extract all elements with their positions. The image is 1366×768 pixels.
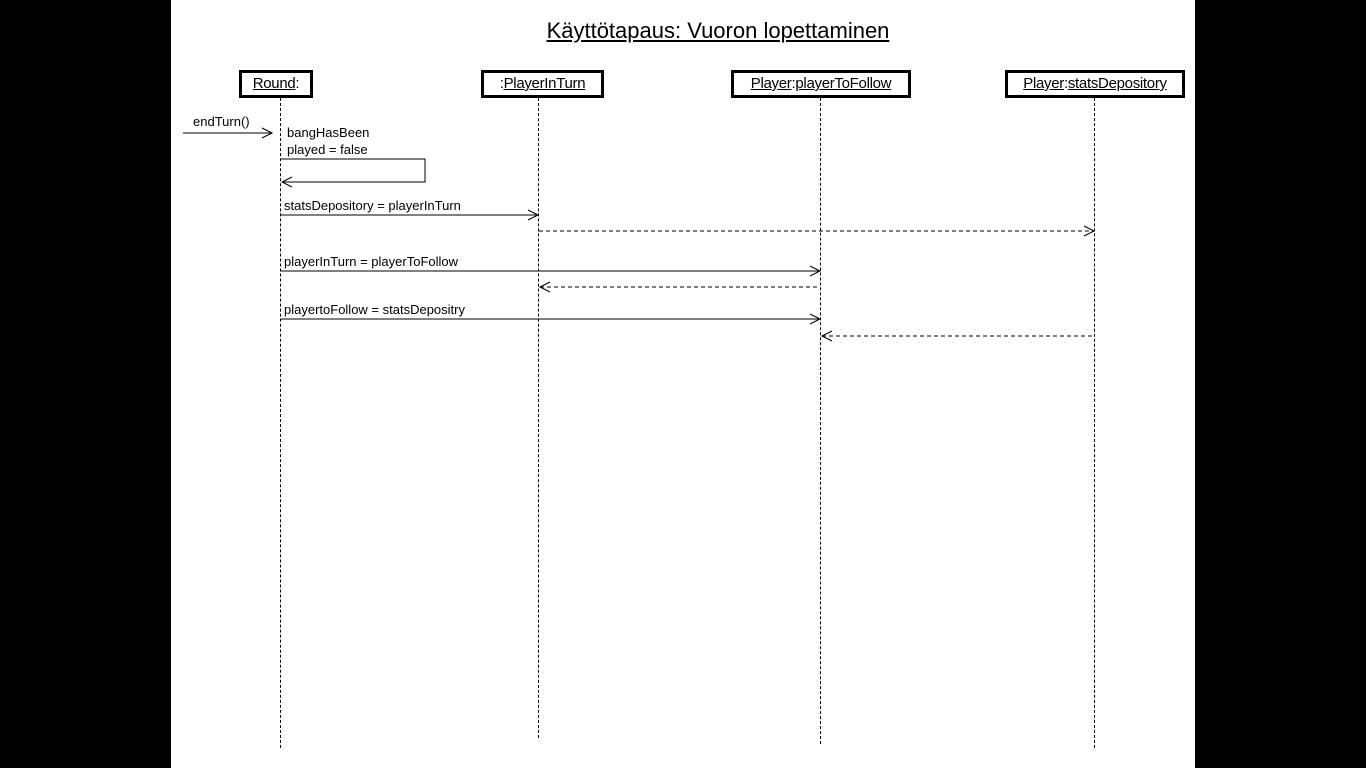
message-label-m2: playerInTurn = playerToFollow (284, 254, 459, 269)
lifeline-box-player-in-turn: :PlayerInTurn (481, 70, 604, 98)
message-label-m3: playertoFollow = statsDepositry (284, 302, 465, 317)
message-label-self-call-line2: played = false (287, 142, 368, 157)
slide-canvas: Käyttötapaus: Vuoron lopettaminen (171, 0, 1195, 768)
lifeline-box-stats-depository: Player:statsDepository (1005, 70, 1185, 98)
lifeline-line-player-to-follow (820, 98, 821, 744)
message-label-end-turn: endTurn() (193, 114, 250, 129)
lifeline-suffix-round: : (295, 75, 300, 92)
lifeline-box-round: Round: (239, 70, 313, 98)
lifeline-line-stats-depository (1094, 98, 1095, 748)
lifeline-type-stats-depository: Player (1023, 75, 1064, 92)
message-label-m1: statsDepository = playerInTurn (284, 198, 461, 213)
diagram-title: Käyttötapaus: Vuoron lopettaminen (546, 18, 890, 43)
lifeline-sep-player-to-follow: : (791, 75, 796, 92)
lifeline-box-player-to-follow: Player:playerToFollow (731, 70, 911, 98)
lifeline-sep-stats-depository: : (1063, 75, 1068, 92)
lifeline-name-round: Round (252, 75, 296, 92)
message-label-self-call-line1: bangHasBeen (287, 125, 370, 140)
lifeline-name-player-to-follow: playerToFollow (795, 75, 892, 92)
lifeline-prefix-player-in-turn: : (499, 75, 504, 92)
lifeline-name-stats-depository: statsDepository (1067, 75, 1167, 92)
lifeline-line-player-in-turn (538, 98, 539, 738)
lifeline-line-round (280, 98, 281, 748)
lifeline-name-player-in-turn: PlayerInTurn (503, 75, 586, 92)
lifeline-type-player-to-follow: Player (750, 75, 792, 92)
